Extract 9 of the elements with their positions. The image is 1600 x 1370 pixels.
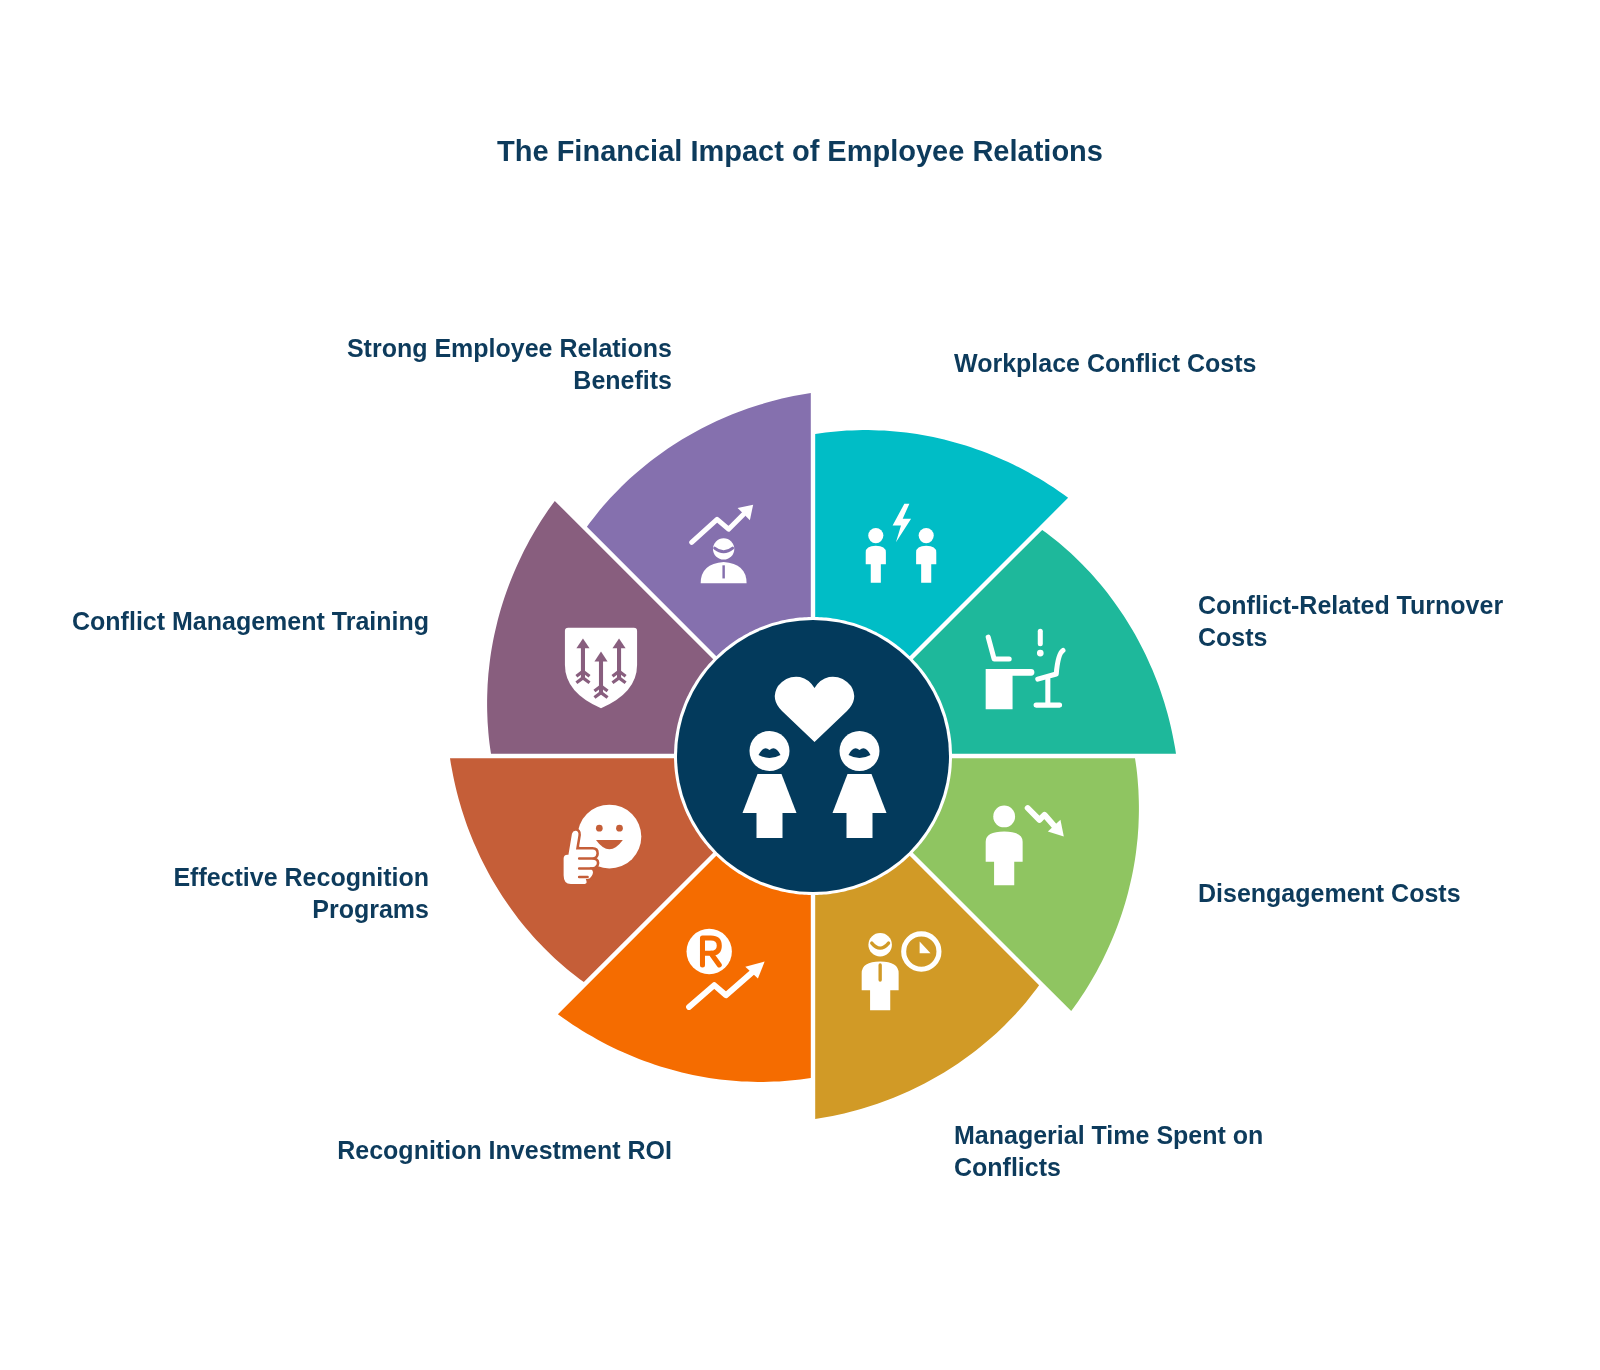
segment-label: Disengagement Costs — [1198, 878, 1462, 909]
title: The Financial Impact of Employee Relations — [497, 134, 1103, 169]
segment-label: Workplace Conflict Costs — [954, 348, 1258, 379]
segment-label: Recognition Investment ROI — [336, 1135, 672, 1166]
segment-label: Strong Employee Relations Benefits — [345, 333, 672, 396]
segment-label: Effective Recognition Programs — [172, 862, 429, 925]
segment-label: Conflict Management Training — [71, 606, 429, 637]
segment-label: Managerial Time Spent on Conflicts — [954, 1120, 1265, 1183]
segment-label: Conflict-Related Turnover Costs — [1198, 590, 1505, 653]
